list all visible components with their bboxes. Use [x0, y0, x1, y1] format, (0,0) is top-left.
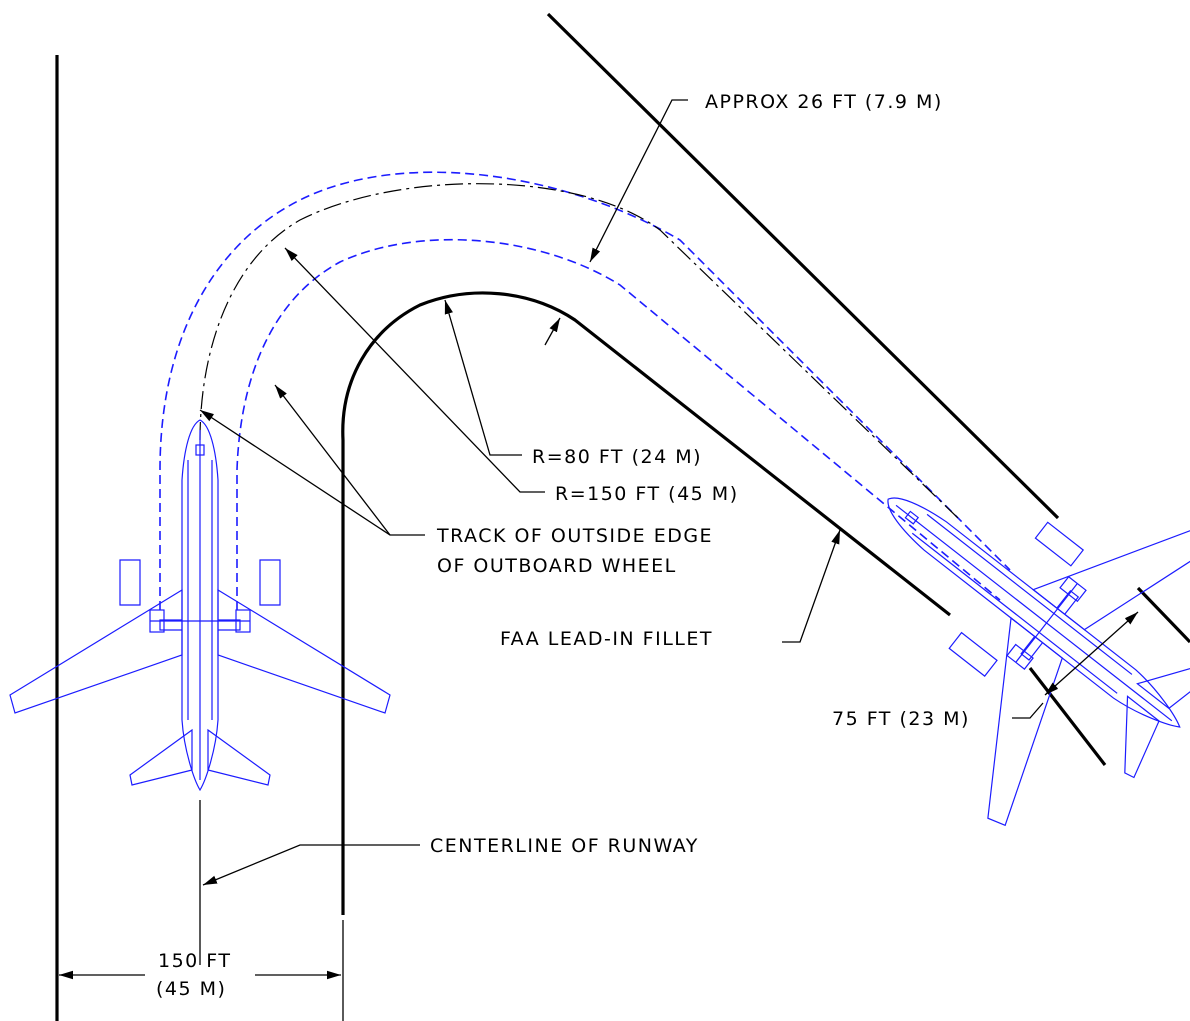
taxiway-upper-edge	[546, 12, 1060, 520]
approx-label: APPROX 26 FT (7.9 M)	[705, 91, 943, 113]
centerline-label: CENTERLINE OF RUNWAY	[430, 835, 699, 857]
track-leader-2	[274, 384, 391, 536]
nose-track-centerline	[199, 183, 961, 521]
runway-right-edge-fillet	[341, 291, 951, 915]
taxiway-width-dimension	[1044, 611, 1139, 696]
r80-label: R=80 FT (24 M)	[532, 446, 702, 468]
taxiway-lower-edge-2	[1028, 667, 1107, 766]
fillet-label: FAA LEAD-IN FILLET	[500, 628, 713, 650]
aircraft-on-taxiway	[770, 348, 1190, 878]
r150-leader	[284, 247, 545, 493]
r80-arrow-small	[544, 317, 561, 346]
approx-leader	[589, 99, 688, 263]
aircraft-on-runway	[9, 419, 391, 791]
inner-wheel-track	[236, 238, 1001, 610]
taxiway-width-leader	[1012, 702, 1044, 719]
taxiway-width-label: 75 FT (23 M)	[832, 708, 970, 730]
centerline-leader	[202, 844, 420, 886]
track-label-line1: TRACK OF OUTSIDE EDGE	[436, 525, 713, 547]
track-label-line2: OF OUTBOARD WHEEL	[437, 555, 677, 577]
fillet-leader	[782, 529, 841, 643]
runway-width-label-line1: 150 FT	[158, 950, 232, 972]
runway-width-label-line2: (45 M)	[156, 978, 226, 1000]
r80-leader	[444, 299, 522, 456]
r150-label: R=150 FT (45 M)	[555, 483, 739, 505]
track-leader-1	[199, 409, 425, 536]
taxiway-lower-edge	[1136, 586, 1190, 644]
